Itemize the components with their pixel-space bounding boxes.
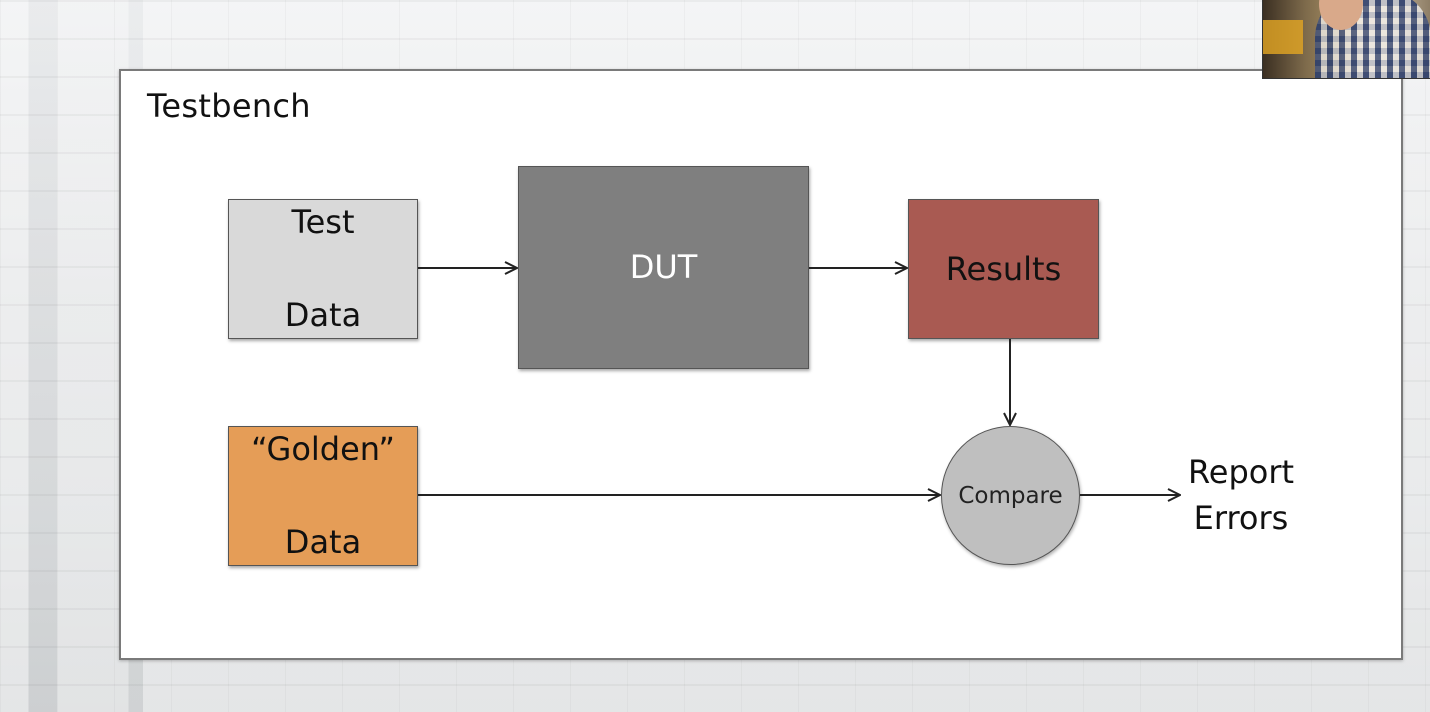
compare-circle: Compare	[941, 426, 1080, 565]
compare-label: Compare	[958, 482, 1063, 509]
test-data-label-line1: Test	[291, 203, 355, 242]
webcam-video-thumbnail	[1262, 0, 1430, 79]
golden-data-label-line2: Data	[284, 523, 362, 562]
dut-label: DUT	[629, 248, 698, 287]
testbench-title: Testbench	[147, 87, 311, 125]
report-errors-line2: Errors	[1193, 499, 1289, 538]
test-data-label-line2: Data	[284, 296, 362, 335]
golden-data-label-line1: “Golden”	[251, 430, 395, 469]
dut-box: DUT	[518, 166, 809, 369]
report-errors-line1: Report	[1187, 453, 1295, 491]
results-label: Results	[945, 249, 1062, 288]
test-data-box: Test Data	[228, 199, 418, 339]
report-errors-label: Report Errors	[1180, 449, 1302, 542]
golden-data-box: “Golden” Data	[228, 426, 418, 566]
webcam-background-shape	[1263, 20, 1303, 54]
results-box: Results	[908, 199, 1099, 339]
